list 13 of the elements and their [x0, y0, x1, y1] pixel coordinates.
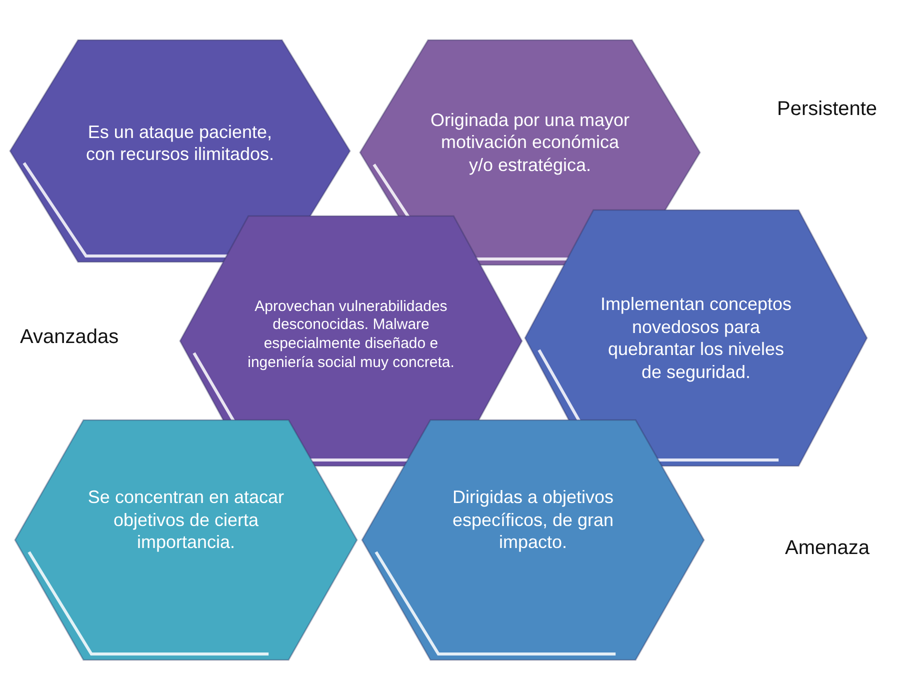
- hexagon-text: Dirigidas a objetivos específicos, de gran impacto.: [451, 486, 615, 554]
- side-label: Amenaza: [785, 537, 870, 560]
- side-label: Avanzadas: [20, 326, 119, 349]
- hexagon-text: Aprovechan vulnerabilidades desconocidas. Malware especialmente diseñado e ingeniería social muy concreta.: [246, 298, 456, 372]
- side-label: Persistente: [777, 98, 878, 121]
- hexagon: [15, 420, 357, 660]
- hexagon: [10, 40, 350, 262]
- hexagon-text: Se concentran en atacar objetivos de cierta importancia.: [86, 486, 286, 554]
- hexagon-text: Implementan conceptos novedosos para quebrantar los niveles de seguridad.: [599, 293, 793, 383]
- hexagon-text: Originada por una mayor motivación económica y/o estratégica.: [430, 108, 630, 176]
- hexagon-text: Es un ataque paciente, con recursos ilimitados.: [85, 120, 275, 166]
- hexagon: [525, 210, 867, 466]
- hexagon: [362, 420, 704, 660]
